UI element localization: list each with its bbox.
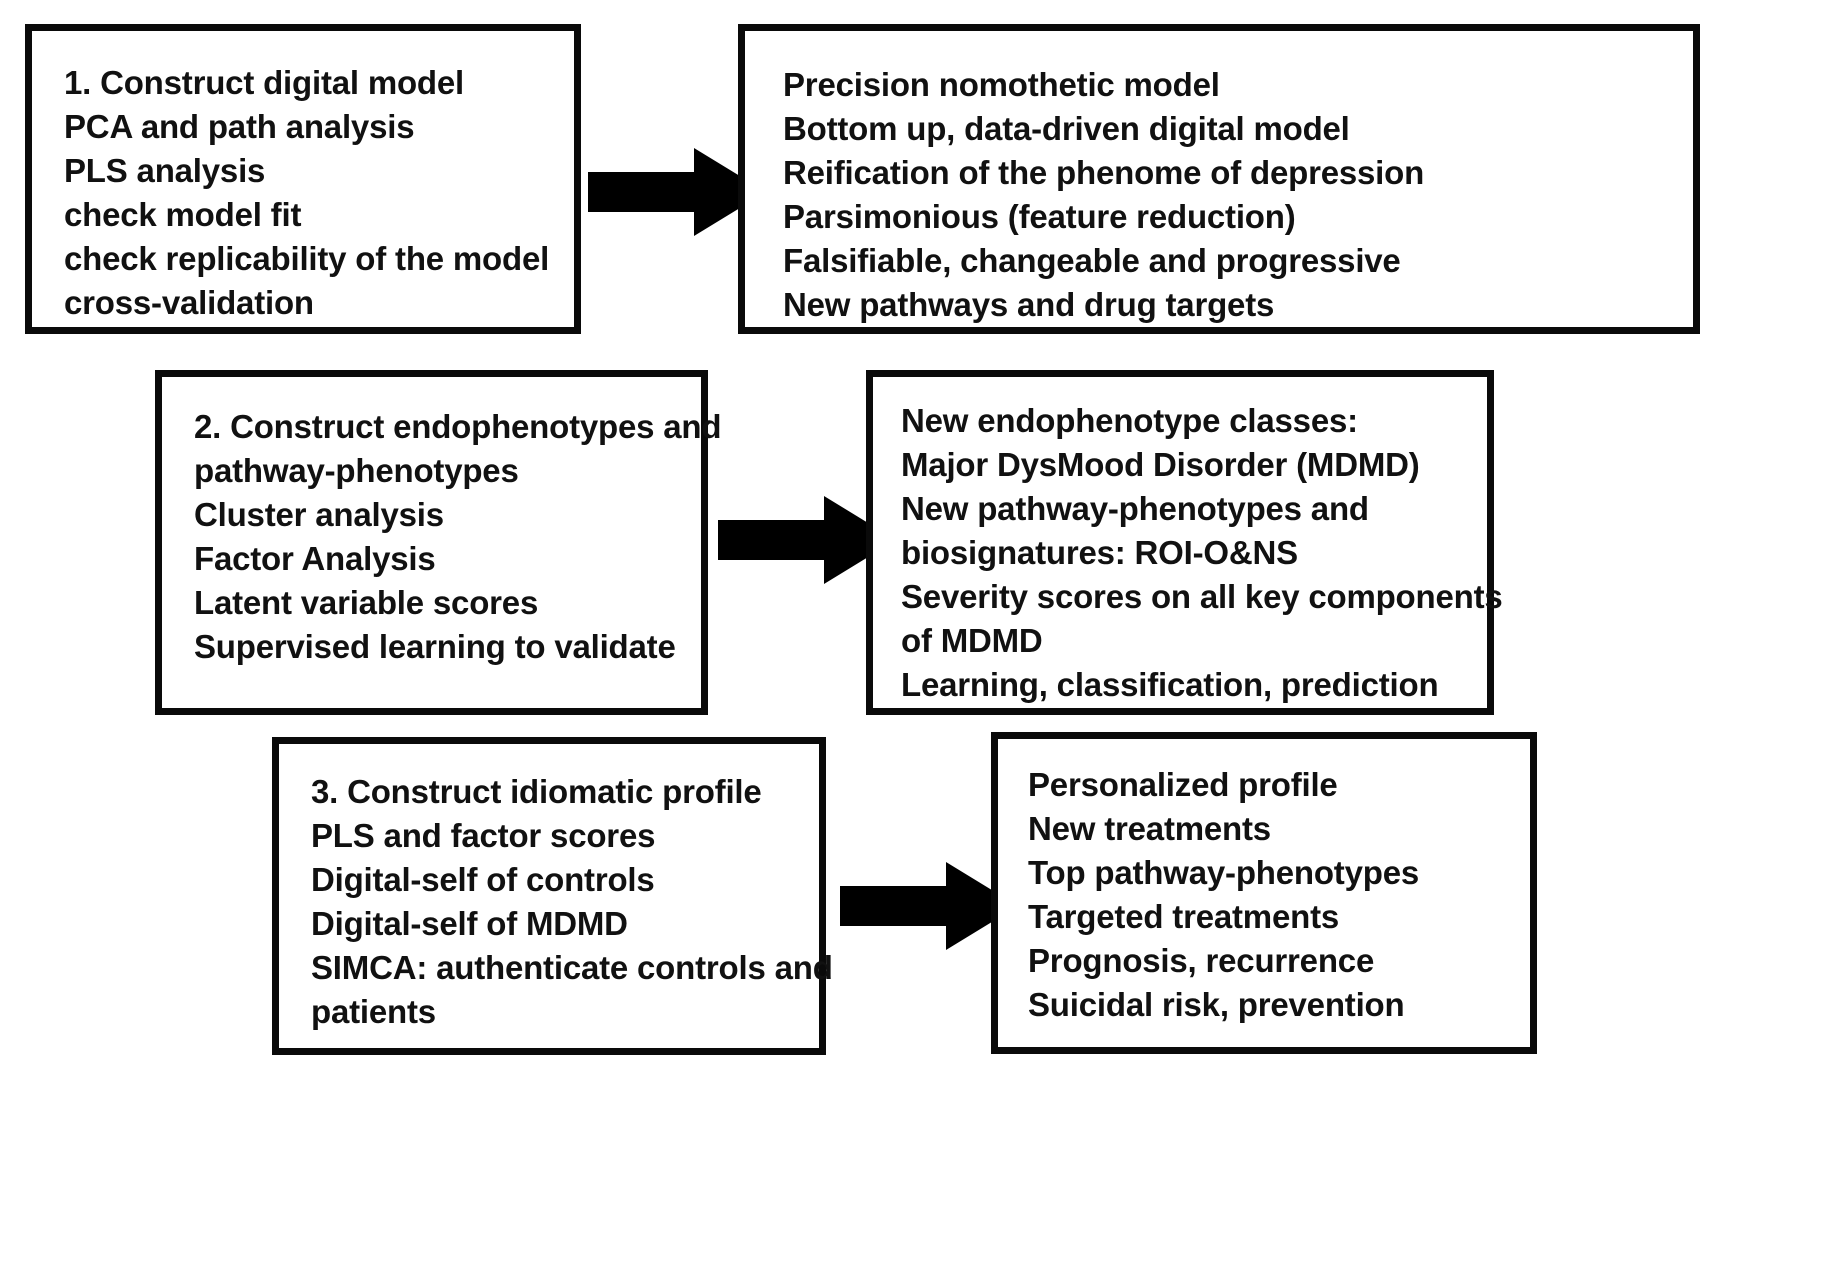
arrow-step2-to-outcome2-icon (718, 496, 896, 584)
step-3-box: 3. Construct idiomatic profile PLS and f… (272, 737, 833, 1055)
outcome-1-line-6: New pathways and drug targets (783, 286, 1275, 323)
step-1-line-1: 1. Construct digital model (64, 64, 465, 101)
outcome-2-line-7: Learning, classification, prediction (901, 666, 1439, 703)
step-3-line-1: 3. Construct idiomatic profile (311, 773, 762, 810)
step-3-line-3: Digital-self of controls (311, 861, 655, 898)
outcome-1-line-3: Reification of the phenome of depression (783, 154, 1425, 191)
outcome-2-line-4: biosignatures: ROI-O&NS (901, 534, 1298, 571)
outcome-1-box: Precision nomothetic model Bottom up, da… (738, 24, 1700, 334)
outcome-2-line-1: New endophenotype classes: (901, 402, 1358, 439)
step-2-line-5: Latent variable scores (194, 584, 539, 621)
step-2-box: 2. Construct endophenotypes and pathway-… (155, 370, 722, 715)
step-1-line-6: cross-validation (64, 284, 314, 321)
outcome-1-line-5: Falsifiable, changeable and progressive (783, 242, 1401, 279)
outcome-3-line-1: Personalized profile (1028, 766, 1338, 803)
step-2-line-3: Cluster analysis (194, 496, 444, 533)
step-1-line-5: check replicability of the model (64, 240, 550, 277)
step-2-line-1: 2. Construct endophenotypes and (194, 408, 722, 445)
step-1-line-3: PLS analysis (64, 152, 266, 189)
step-1-text-block: 1. Construct digital model PCA and path … (64, 61, 574, 325)
step-1-line-2: PCA and path analysis (64, 108, 415, 145)
step-3-line-2: PLS and factor scores (311, 817, 656, 854)
outcome-1-line-4: Parsimonious (feature reduction) (783, 198, 1296, 235)
arrow-step1-to-outcome1-icon (588, 148, 766, 236)
arrow-step3-to-outcome3-icon (840, 862, 1018, 950)
step-1-box: 1. Construct digital model PCA and path … (25, 24, 581, 334)
outcome-3-line-5: Prognosis, recurrence (1028, 942, 1375, 979)
outcome-3-line-4: Targeted treatments (1028, 898, 1340, 935)
step-3-line-4: Digital-self of MDMD (311, 905, 628, 942)
outcome-2-text-block: New endophenotype classes: Major DysMood… (901, 399, 1503, 707)
step-2-line-2: pathway-phenotypes (194, 452, 519, 489)
outcome-2-box: New endophenotype classes: Major DysMood… (866, 370, 1503, 715)
outcome-3-line-6: Suicidal risk, prevention (1028, 986, 1405, 1023)
outcome-3-text-block: Personalized profile New treatments Top … (1028, 763, 1530, 1027)
outcome-1-line-1: Precision nomothetic model (783, 66, 1220, 103)
outcome-1-line-2: Bottom up, data-driven digital model (783, 110, 1350, 147)
outcome-3-line-2: New treatments (1028, 810, 1271, 847)
step-2-line-6: Supervised learning to validate (194, 628, 676, 665)
outcome-2-line-6: of MDMD (901, 622, 1043, 659)
outcome-1-text-block: Precision nomothetic model Bottom up, da… (783, 63, 1693, 327)
step-2-line-4: Factor Analysis (194, 540, 436, 577)
step-3-text-block: 3. Construct idiomatic profile PLS and f… (311, 770, 833, 1034)
step-2-text-block: 2. Construct endophenotypes and pathway-… (194, 405, 722, 669)
step-3-line-6: patients (311, 993, 436, 1030)
outcome-3-box: Personalized profile New treatments Top … (991, 732, 1537, 1054)
step-3-line-5: SIMCA: authenticate controls and (311, 949, 833, 986)
outcome-2-line-2: Major DysMood Disorder (MDMD) (901, 446, 1420, 483)
step-1-line-4: check model fit (64, 196, 302, 233)
outcome-2-line-5: Severity scores on all key components (901, 578, 1503, 615)
outcome-2-line-3: New pathway-phenotypes and (901, 490, 1369, 527)
outcome-3-line-3: Top pathway-phenotypes (1028, 854, 1420, 891)
